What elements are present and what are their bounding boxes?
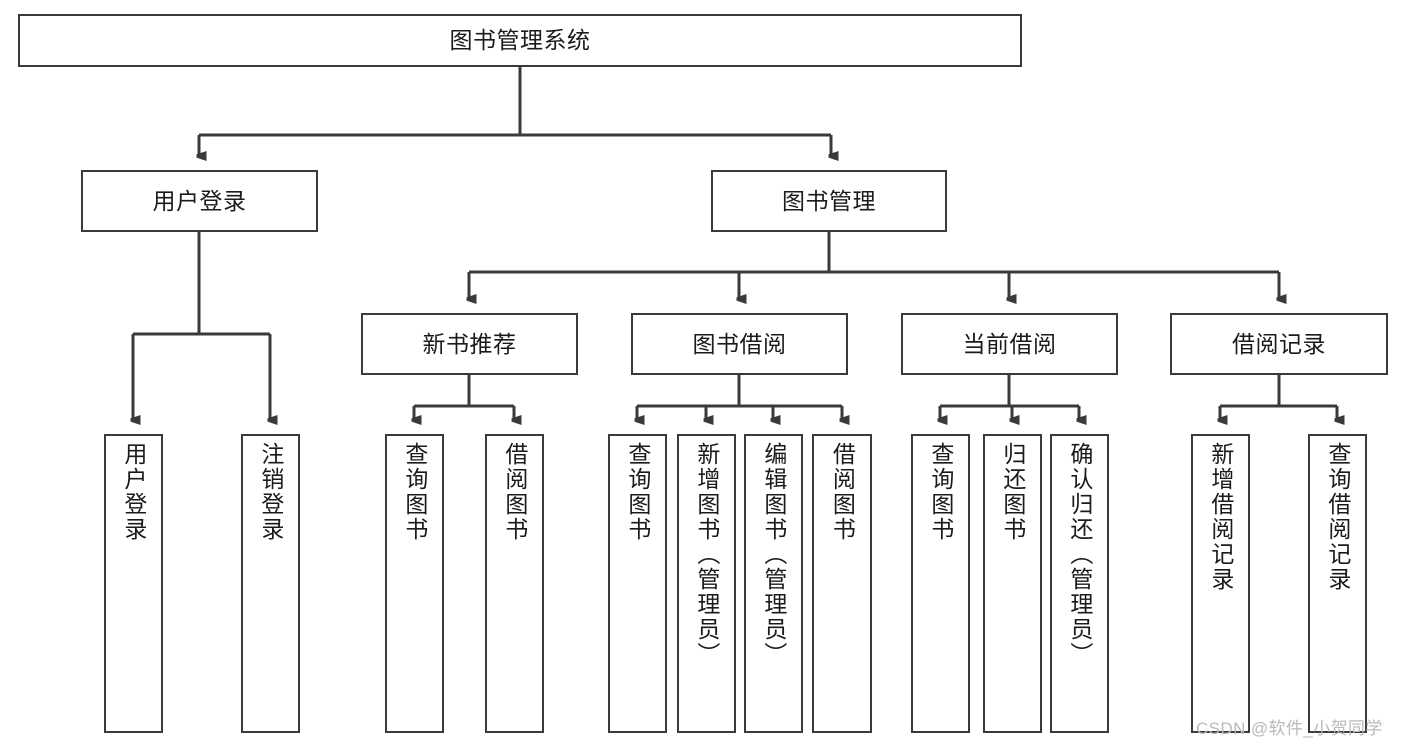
node-leaf-add-borrow-record[interactable]: 新增借阅记录 xyxy=(1191,434,1250,733)
node-user-login-label: 用户登录 xyxy=(152,187,247,214)
node-leaf-confirm-return-label: 确认归还（管理员） xyxy=(1066,442,1093,667)
node-leaf-add-book-label: 新增图书（管理员） xyxy=(693,442,720,667)
node-leaf-add-book[interactable]: 新增图书（管理员） xyxy=(677,434,736,733)
node-leaf-return-book-label: 归还图书 xyxy=(999,442,1026,542)
node-leaf-query-book-2-label: 查询图书 xyxy=(624,442,651,542)
node-leaf-return-book[interactable]: 归还图书 xyxy=(983,434,1042,733)
node-new-book-recommend[interactable]: 新书推荐 xyxy=(361,313,578,375)
node-leaf-borrow-book-2[interactable]: 借阅图书 xyxy=(812,434,872,733)
node-leaf-add-borrow-record-label: 新增借阅记录 xyxy=(1207,442,1234,592)
node-leaf-query-book-3-label: 查询图书 xyxy=(927,442,954,542)
node-borrow-record-label: 借阅记录 xyxy=(1232,330,1326,357)
node-leaf-borrow-book-2-label: 借阅图书 xyxy=(829,442,856,542)
node-leaf-logout-login-label: 注销登录 xyxy=(257,442,284,542)
node-new-book-recommend-label: 新书推荐 xyxy=(422,330,517,357)
node-borrow-record[interactable]: 借阅记录 xyxy=(1170,313,1388,375)
csdn-watermark: CSDN @软件_小贺同学 xyxy=(1196,719,1383,738)
node-leaf-query-book-1-label: 查询图书 xyxy=(401,442,428,542)
node-leaf-borrow-book-1[interactable]: 借阅图书 xyxy=(485,434,544,733)
node-leaf-user-login[interactable]: 用户登录 xyxy=(104,434,163,733)
node-root-label: 图书管理系统 xyxy=(449,27,591,54)
node-leaf-borrow-book-1-label: 借阅图书 xyxy=(501,442,528,542)
node-leaf-edit-book[interactable]: 编辑图书（管理员） xyxy=(744,434,803,733)
node-leaf-query-book-1[interactable]: 查询图书 xyxy=(385,434,444,733)
node-leaf-confirm-return[interactable]: 确认归还（管理员） xyxy=(1050,434,1109,733)
node-root[interactable]: 图书管理系统 xyxy=(18,14,1022,67)
node-leaf-query-book-3[interactable]: 查询图书 xyxy=(911,434,970,733)
node-current-borrow[interactable]: 当前借阅 xyxy=(901,313,1118,375)
node-user-login[interactable]: 用户登录 xyxy=(81,170,318,232)
node-book-borrow-label: 图书借阅 xyxy=(692,330,787,357)
node-leaf-query-borrow-record-label: 查询借阅记录 xyxy=(1324,442,1351,592)
node-leaf-query-borrow-record[interactable]: 查询借阅记录 xyxy=(1308,434,1367,733)
node-book-borrow[interactable]: 图书借阅 xyxy=(631,313,848,375)
node-current-borrow-label: 当前借阅 xyxy=(962,330,1057,357)
node-leaf-query-book-2[interactable]: 查询图书 xyxy=(608,434,667,733)
node-leaf-user-login-label: 用户登录 xyxy=(120,442,147,542)
node-leaf-edit-book-label: 编辑图书（管理员） xyxy=(760,442,787,667)
node-book-manage-label: 图书管理 xyxy=(782,187,876,214)
node-book-manage[interactable]: 图书管理 xyxy=(711,170,947,232)
node-leaf-logout-login[interactable]: 注销登录 xyxy=(241,434,300,733)
